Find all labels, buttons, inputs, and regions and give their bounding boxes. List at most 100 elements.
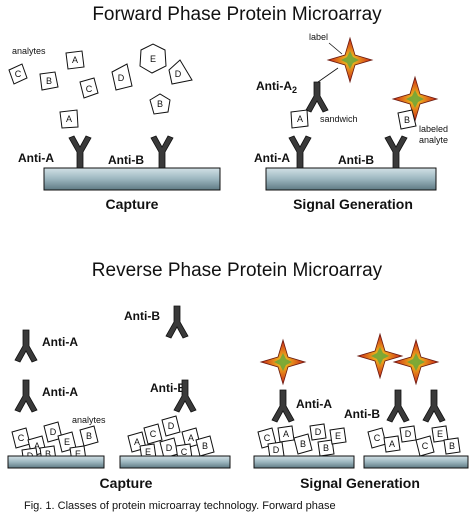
svg-text:A: A (283, 429, 289, 439)
svg-text:D: D (175, 69, 182, 79)
reverse-anti-a-mid (14, 379, 38, 413)
analyte-c-2: C (79, 77, 99, 99)
reverse-signal-anti-b-label: Anti-B (344, 407, 380, 421)
svg-text:C: C (15, 69, 22, 79)
reverse-anti-b-mid-label: Anti-B (150, 381, 186, 395)
svg-text:C: C (422, 441, 429, 451)
signal-anti-b-label: Anti-B (338, 153, 374, 167)
svg-text:A: A (34, 441, 40, 451)
svg-text:E: E (437, 429, 443, 439)
signal-anti-b-antibody (384, 135, 408, 169)
svg-text:E: E (75, 449, 81, 459)
svg-text:E: E (145, 447, 151, 457)
svg-text:A: A (66, 114, 72, 124)
reverse-anti-a-top (14, 329, 38, 363)
figure-caption: Fig. 1. Classes of protein microarray te… (24, 500, 336, 512)
anti-a2-antibody (305, 81, 329, 113)
signal-anti-a-antibody (288, 135, 312, 169)
svg-text:A: A (389, 439, 395, 449)
analyte-d-2: D (168, 59, 193, 85)
svg-text:D: D (166, 443, 173, 453)
forward-analytes-label: analytes (12, 46, 46, 56)
svg-text:D: D (405, 429, 412, 439)
svg-text:B: B (404, 115, 410, 125)
svg-text:B: B (300, 439, 306, 449)
forward-anti-a-label: Anti-A (18, 151, 54, 165)
analyte-b-1: B (39, 71, 59, 91)
svg-text:E: E (150, 54, 156, 64)
svg-text:A: A (297, 114, 303, 124)
reverse-anti-a-mid-label: Anti-A (42, 385, 78, 399)
svg-text:B: B (323, 443, 329, 453)
forward-signal-caption: Signal Generation (293, 196, 413, 212)
analyte-b-2: B (149, 93, 171, 115)
svg-text:C: C (181, 447, 188, 457)
svg-text:B: B (449, 441, 455, 451)
anti-b-antibody (150, 135, 174, 169)
reverse-signal-anti-b-1 (386, 389, 410, 423)
forward-title: Forward Phase Protein Microarray (92, 4, 382, 25)
svg-text:B: B (45, 449, 51, 459)
reverse-capture-caption: Capture (100, 475, 153, 491)
reverse-signal-slide-1 (253, 455, 355, 469)
forward-anti-b-label: Anti-B (108, 153, 144, 167)
reverse-star-1 (260, 339, 306, 385)
svg-text:E: E (64, 437, 70, 447)
reverse-capture-slide-1 (7, 455, 105, 469)
reverse-analytes-label: analytes (72, 415, 106, 425)
sandwich-label: sandwich (320, 114, 358, 124)
reverse-star-3 (393, 339, 439, 385)
label-star-1 (327, 37, 373, 83)
reverse-signal-caption: Signal Generation (300, 475, 420, 491)
reverse-capture-pile-2: A C D E D A B C (127, 415, 215, 461)
forward-analyte-shapes: C B A C D E D B A (8, 43, 193, 129)
labeled-analyte-line2: analyte (419, 135, 448, 145)
reverse-signal-anti-a (271, 389, 295, 423)
svg-text:C: C (374, 433, 381, 443)
reverse-signal-anti-a-label: Anti-A (296, 397, 332, 411)
reverse-signal-pile-1: C D A B D B E (257, 423, 347, 459)
svg-text:A: A (134, 437, 140, 447)
svg-text:B: B (202, 441, 208, 451)
anti-a2-label: Anti-A2 (256, 79, 297, 95)
signal-anti-a-label: Anti-A (254, 151, 290, 165)
svg-text:D: D (315, 427, 322, 437)
svg-text:C: C (86, 84, 93, 94)
svg-text:D: D (118, 73, 125, 83)
anti-a-antibody (68, 135, 92, 169)
label-label: label (309, 32, 328, 42)
reverse-anti-a-top-label: Anti-A (42, 335, 78, 349)
svg-text:A: A (188, 433, 194, 443)
svg-text:D: D (50, 427, 57, 437)
svg-text:E: E (335, 431, 341, 441)
svg-text:C: C (264, 433, 271, 443)
svg-text:A: A (72, 55, 78, 65)
analyte-d-1: D (111, 63, 133, 91)
analyte-a-2: A (59, 109, 79, 129)
reverse-star-2 (357, 333, 403, 379)
svg-text:D: D (273, 445, 280, 455)
forward-capture-slide (43, 167, 221, 191)
forward-signal-slide (265, 167, 437, 191)
forward-capture-caption: Capture (106, 196, 159, 212)
svg-text:C: C (18, 433, 25, 443)
reverse-signal-slide-2 (363, 455, 469, 469)
analyte-c-1: C (8, 63, 28, 85)
svg-text:C: C (150, 429, 157, 439)
signal-analyte-b: B (397, 109, 417, 130)
analyte-e-1: E (139, 43, 167, 74)
labeled-analyte-line1: labeled (419, 124, 448, 134)
reverse-capture-slide-2 (119, 455, 231, 469)
analyte-a-1: A (65, 50, 85, 70)
svg-text:D: D (168, 421, 175, 431)
svg-text:B: B (157, 99, 163, 109)
reverse-anti-b-top (165, 305, 189, 339)
reverse-anti-b-top-label: Anti-B (124, 309, 160, 323)
reverse-signal-anti-b-2 (422, 389, 446, 423)
reverse-title: Reverse Phase Protein Microarray (92, 260, 383, 281)
signal-analyte-a: A (290, 109, 309, 129)
svg-text:B: B (86, 431, 92, 441)
svg-text:B: B (46, 76, 52, 86)
reverse-signal-pile-2: C A D C E B (367, 425, 461, 457)
